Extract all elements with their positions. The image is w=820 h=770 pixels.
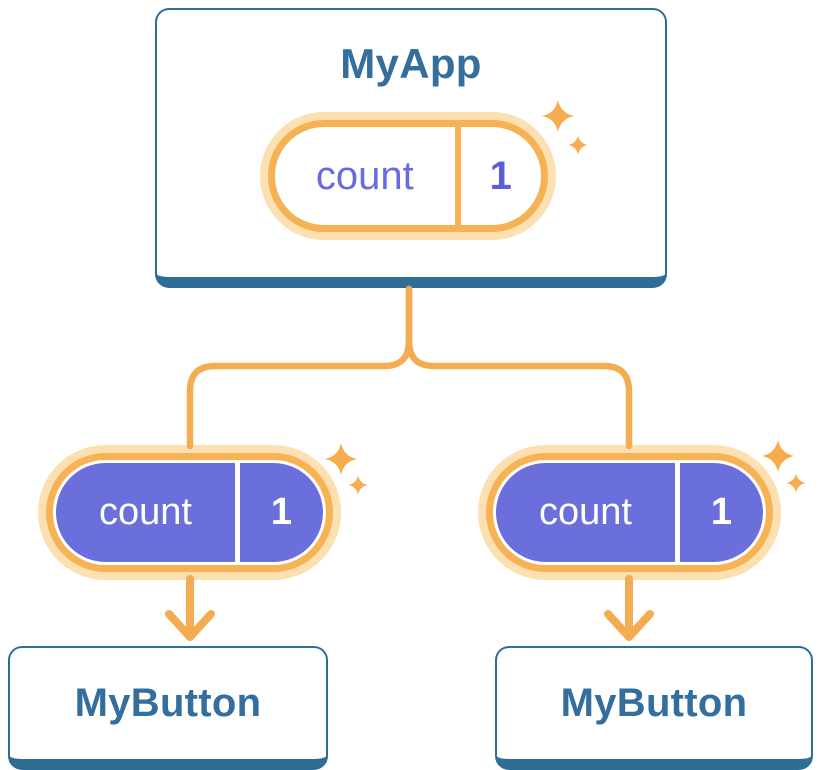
child-state-pill-left-ring: count 1 bbox=[46, 453, 333, 572]
child-left-state-value: 1 bbox=[270, 491, 292, 533]
child-state-pill-right-body: count 1 bbox=[496, 463, 763, 562]
mybutton-left-title: MyButton bbox=[74, 681, 262, 725]
child-state-pill-left: count 1 bbox=[38, 445, 341, 580]
child-state-pill-left-body: count 1 bbox=[56, 463, 323, 562]
child-right-state-name: count bbox=[496, 463, 680, 562]
fork-connector bbox=[186, 285, 633, 450]
child-left-state-name: count bbox=[56, 463, 240, 562]
child-state-pill-right: count 1 bbox=[478, 445, 781, 580]
root-state-pill-ring: count 1 bbox=[268, 120, 548, 232]
mybutton-card-left: MyButton bbox=[8, 646, 328, 770]
myapp-title: MyApp bbox=[340, 40, 482, 87]
mybutton-card-right: MyButton bbox=[495, 646, 813, 770]
arrow-down-icon-right bbox=[604, 575, 654, 641]
root-state-value: 1 bbox=[489, 153, 512, 198]
arrow-down-icon-left bbox=[165, 575, 215, 641]
root-state-pill: count 1 bbox=[260, 112, 556, 240]
child-state-pill-right-ring: count 1 bbox=[486, 453, 773, 572]
root-state-name: count bbox=[275, 127, 461, 225]
mybutton-right-title: MyButton bbox=[560, 681, 748, 725]
child-right-state-value: 1 bbox=[710, 491, 732, 533]
